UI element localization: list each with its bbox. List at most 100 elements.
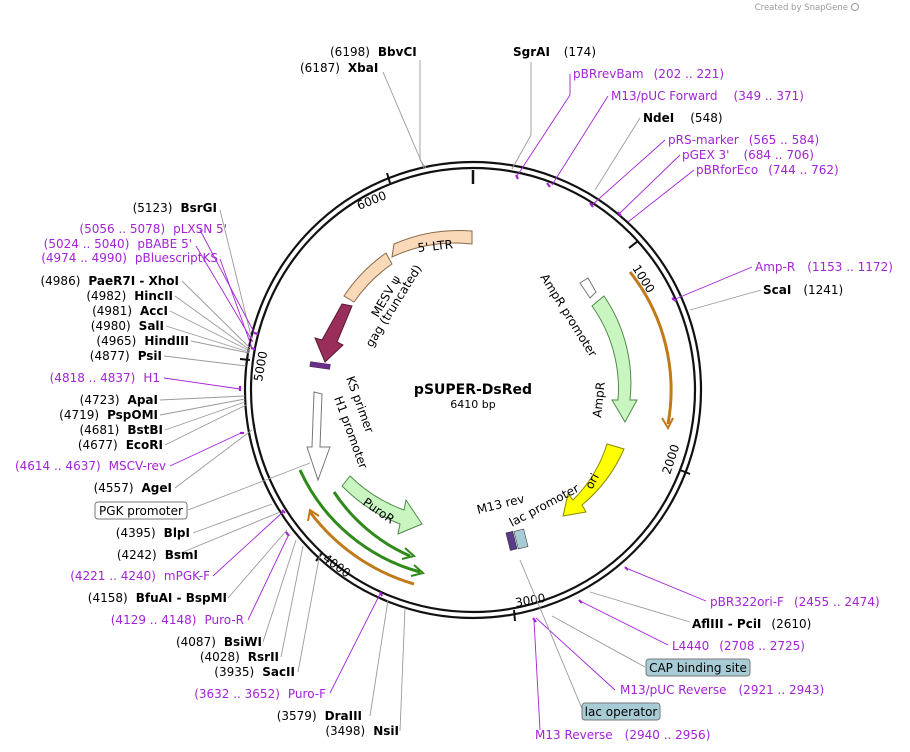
lac-promoter-marker <box>513 528 529 550</box>
label-h1: (4818 .. 4837)H1 <box>50 371 160 385</box>
leader-line <box>329 593 381 694</box>
label-puro-f: (3632 .. 3652)Puro-F <box>194 687 326 701</box>
5-ltr-arrow <box>391 229 473 258</box>
label-psii: (4877)PsiI <box>90 349 162 363</box>
label-m13puc-reverse: M13/pUC Reverse(2921 .. 2943) <box>620 683 824 697</box>
leader-line <box>297 552 321 673</box>
leader-line <box>187 462 311 511</box>
leader-line <box>280 545 304 658</box>
label-m13puc-forward: M13/pUC Forward(349 .. 371) <box>611 89 804 103</box>
ampr-label: AmpR <box>590 381 608 418</box>
leader-line <box>594 117 641 191</box>
leader-line <box>619 154 681 214</box>
primer-arc-head <box>410 564 426 577</box>
label-pbabe5: (5024 .. 5040)pBABE 5' <box>44 237 192 251</box>
outer-strand <box>243 160 703 620</box>
leader-line <box>247 533 290 621</box>
label-mpgk-f: (4221 .. 4240)mPGK-F <box>70 569 210 583</box>
leader-line <box>199 229 256 335</box>
leader-line <box>369 599 389 717</box>
leader-line <box>164 404 247 446</box>
label-hindiii: (4965)HindIII <box>96 334 189 348</box>
label-pbr322ori-f: pBR322ori-F(2455 .. 2474) <box>710 595 880 609</box>
label-xbai: (6187)XbaI <box>300 61 378 75</box>
primer-arc <box>298 469 421 574</box>
leader-line <box>551 95 609 186</box>
label-pgk-promoter: PGK promoter <box>94 501 188 520</box>
tick-mark-5000 <box>239 358 251 361</box>
label-prs-marker: pRS-marker(565 .. 584) <box>668 133 819 147</box>
pgk-promoter-text: PGK promoter <box>99 504 183 518</box>
ampr-arrow <box>591 295 638 424</box>
lac-operator-text: lac operator <box>585 705 658 719</box>
leader-line <box>672 266 753 301</box>
primer-tick <box>250 346 256 351</box>
leader-line <box>227 529 288 599</box>
tick-mark-6000 <box>386 172 391 184</box>
plasmid-size: 6410 bp <box>450 398 495 411</box>
label-afliii-pcii: AflIII - PciI(2610) <box>692 617 811 631</box>
primer-arc <box>332 491 411 558</box>
leader-line <box>159 395 246 401</box>
leader-line <box>192 503 273 534</box>
tick-label-5000: 5000 <box>251 350 270 383</box>
primer-arc-head <box>661 417 674 431</box>
credit-text: Created by SnapGene <box>755 3 848 13</box>
label-draiii: (3579)DraIII <box>277 709 362 723</box>
leader-line <box>190 340 250 354</box>
leader-line <box>627 169 695 223</box>
leader-line <box>174 295 251 351</box>
leader-line <box>511 62 532 170</box>
primer-tick <box>532 617 537 623</box>
primer-arc-head <box>401 547 417 560</box>
backbone <box>243 160 703 620</box>
label-lac-operator: lac operator <box>581 702 661 721</box>
leader-line <box>519 559 584 712</box>
leader-line <box>212 510 285 577</box>
label-m13-reverse: M13 Reverse(2940 .. 2956) <box>535 728 710 742</box>
leader-line <box>589 591 691 623</box>
leader-line <box>399 607 406 732</box>
primer-tick <box>379 591 383 597</box>
primer-arc <box>308 511 415 586</box>
label-puro-r: (4129 .. 4148)Puro-R <box>111 613 244 627</box>
label-sali: (4980)SalI <box>91 319 164 333</box>
ampr-promoter-arrow <box>579 277 597 299</box>
leader-line <box>169 432 242 467</box>
left-labels: (6198)BbvCI (6187)XbaI (5123)BsrGI (5056… <box>15 45 417 738</box>
label-ndei: NdeI(548) <box>643 111 723 125</box>
label-pgex3: pGEX 3'(684 .. 706) <box>682 148 814 162</box>
label-apai: (4723)ApaI <box>80 393 158 407</box>
label-hincii: (4982)HincII <box>86 289 173 303</box>
label-bsiwi: (4087)BsiWI <box>176 635 262 649</box>
5-ltr-label: 5' LTR <box>417 237 454 255</box>
label-pbrforeco: pBRforEco(744 .. 762) <box>696 163 839 177</box>
snapgene-credit: Created by SnapGene <box>755 3 859 13</box>
ori-arrow <box>562 443 625 517</box>
leader-line <box>262 539 297 643</box>
leader-line <box>689 289 762 311</box>
h1-promoter-arrow <box>306 391 331 482</box>
m13-rev-marker <box>505 530 518 551</box>
primer-arc <box>628 271 673 425</box>
leader-line <box>419 60 427 169</box>
pgk-promoter-box <box>94 501 188 520</box>
label-blpi: (4395)BlpI <box>116 526 190 540</box>
primer-tick <box>515 174 519 180</box>
tick-mark-2000 <box>679 469 691 475</box>
ori-label: ori <box>582 471 602 491</box>
leader-line <box>174 429 253 489</box>
leader-line <box>625 567 707 602</box>
leader-line <box>169 310 251 352</box>
label-plxsn5: (5056 .. 5078)pLXSN 5' <box>79 222 227 236</box>
leader-lines <box>159 60 762 732</box>
leader-line <box>175 511 281 556</box>
leader-line <box>159 398 246 416</box>
leader-line <box>181 280 251 349</box>
tick-label-4000: 4000 <box>320 551 353 580</box>
leader-line <box>219 258 253 349</box>
leader-line <box>579 600 669 646</box>
label-pbrrevbam: pBRrevBam(202 .. 221) <box>573 67 724 81</box>
label-ecori: (4677)EcoRI <box>78 438 163 452</box>
cap-binding-site-text: CAP binding site <box>649 661 747 675</box>
